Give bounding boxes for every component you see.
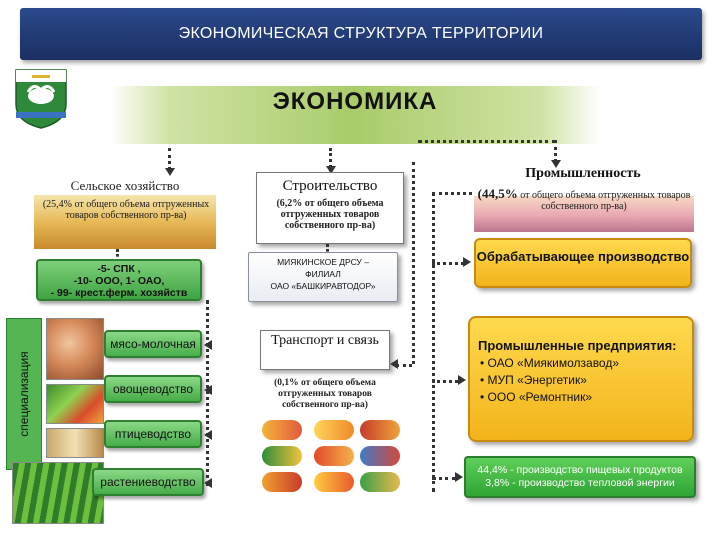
industry-share-text: от общего объема отгруженных товаров соб… — [520, 190, 691, 212]
transport-icon — [262, 446, 302, 466]
construction-box — [256, 172, 404, 244]
org-line: - 99- крест.ферм. хозяйств — [50, 287, 188, 299]
construction-org: МИЯКИНСКОЕ ДРСУ – ФИЛИАЛ ОАО «БАШКИРАВТО… — [250, 256, 396, 292]
arrow-agri — [165, 168, 175, 176]
connector-agri-org — [116, 249, 119, 257]
construction-share: (6,2% от общего объема отгруженных товар… — [276, 198, 384, 231]
phone-icon — [262, 472, 302, 492]
spec-box-crops: растениеводство — [92, 468, 204, 496]
org-line: ФИЛИАЛ — [305, 269, 341, 279]
org-line: МИЯКИНСКОЕ ДРСУ – — [277, 257, 369, 267]
spec-box-poultry: птицеводство — [104, 420, 202, 448]
transport-icon — [360, 472, 400, 492]
agriculture-orgs: -5- СПК , -10- ООО, 1- ОАО, - 99- крест.… — [36, 263, 202, 299]
enterprise-item: • МУП «Энергетик» — [480, 373, 587, 387]
poultry-photo — [46, 428, 104, 458]
connector-industry-v — [554, 140, 557, 162]
connector-industry-side — [432, 192, 435, 492]
industry-shares: 44,4% - производство пищевых продуктов 3… — [466, 464, 694, 490]
agriculture-share: (25,4% от общего объема отгруженных това… — [42, 199, 210, 221]
industry-share-percent: (44,5% — [477, 186, 518, 201]
satellite-icon — [314, 472, 354, 492]
industry-title: Промышленность — [525, 166, 641, 181]
enterprises-box — [468, 316, 694, 442]
crop-field-photo — [12, 462, 104, 524]
connector-processing — [432, 262, 464, 265]
industry-photo — [474, 196, 694, 232]
arrow-processing — [463, 257, 471, 267]
transport-icon — [360, 446, 400, 466]
connector-transport-v — [412, 162, 415, 364]
phone-icon — [314, 420, 354, 440]
processing-box — [474, 238, 692, 288]
spec-label-meat-dairy: мясо-молочная — [110, 337, 196, 351]
enterprise-item: • ООО «Ремонтник» — [480, 390, 593, 404]
org-line: -10- ООО, 1- ОАО, — [73, 275, 165, 287]
org-line: ОАО «БАШКИРАВТОДОР» — [270, 281, 376, 291]
arrow-spec-2 — [204, 385, 212, 395]
connector-shares — [432, 477, 456, 480]
arrow-spec-1 — [204, 340, 212, 350]
transport-icon — [262, 420, 302, 440]
spec-box-vegetables: овощеводство — [104, 375, 202, 403]
spec-label-vegetables: овощеводство — [112, 382, 194, 396]
transport-box — [260, 330, 390, 370]
economy-band — [110, 86, 600, 144]
arrow-construction — [326, 166, 336, 174]
connector-industry-top — [432, 192, 472, 195]
chicken-icon — [314, 446, 354, 466]
transport-title: Транспорт и связь — [271, 333, 379, 348]
header-banner — [20, 8, 702, 60]
industry-share-line: 44,4% - производство пищевых продуктов — [477, 464, 683, 476]
vegetables-photo — [46, 384, 104, 424]
arrow-enterprises — [458, 375, 466, 385]
wheat-photo — [34, 195, 216, 249]
industry-share-line: 3,8% - производство тепловой энергии — [485, 477, 675, 489]
connector-industry-h — [418, 140, 556, 143]
economy-title: ЭКОНОМИКА — [272, 88, 438, 115]
enterprises-title: Промышленные предприятия: — [478, 338, 677, 353]
arrow-transport — [390, 359, 398, 369]
agriculture-title: Сельское хозяйство — [70, 178, 180, 193]
org-line: -5- СПК , — [97, 263, 141, 275]
construction-org-box — [248, 252, 398, 302]
processing-label: Обрабатывающее производство — [476, 249, 690, 264]
enterprises-list: • ОАО «Миякимолзавод» • МУП «Энергетик» … — [480, 356, 690, 404]
industry-shares-box — [464, 456, 696, 498]
transport-share: (0,1% от общего объема отгруженных товар… — [274, 378, 376, 410]
agriculture-orgs-box — [36, 259, 202, 301]
satellite-icon — [360, 420, 400, 440]
connector-transport-h — [396, 364, 412, 367]
spec-label-poultry: птицеводство — [114, 427, 192, 441]
spec-box-meat-dairy: мясо-молочная — [104, 330, 202, 358]
arrow-spec-3 — [204, 430, 212, 440]
spec-label-crops: растениеводство — [100, 475, 196, 489]
coat-of-arms-icon — [15, 69, 67, 129]
page-title: ЭКОНОМИЧЕСКАЯ СТРУКТУРА ТЕРРИТОРИИ — [178, 25, 544, 42]
specialization-label: специализация — [17, 351, 31, 437]
industry-share: (44,5% от общего объема отгруженных това… — [474, 186, 694, 212]
specialization-strip — [6, 318, 42, 470]
arrow-shares — [455, 472, 463, 482]
connector-construction-org — [326, 244, 329, 252]
meat-dairy-photo — [46, 318, 104, 380]
arrow-spec-4 — [204, 478, 212, 488]
connector-enterprises — [432, 380, 458, 383]
enterprise-item: • ОАО «Миякимолзавод» — [480, 356, 620, 370]
arrow-industry — [551, 160, 561, 168]
connector-construction — [329, 148, 332, 168]
connector-agri — [168, 148, 171, 170]
construction-title: Строительство — [282, 178, 378, 194]
